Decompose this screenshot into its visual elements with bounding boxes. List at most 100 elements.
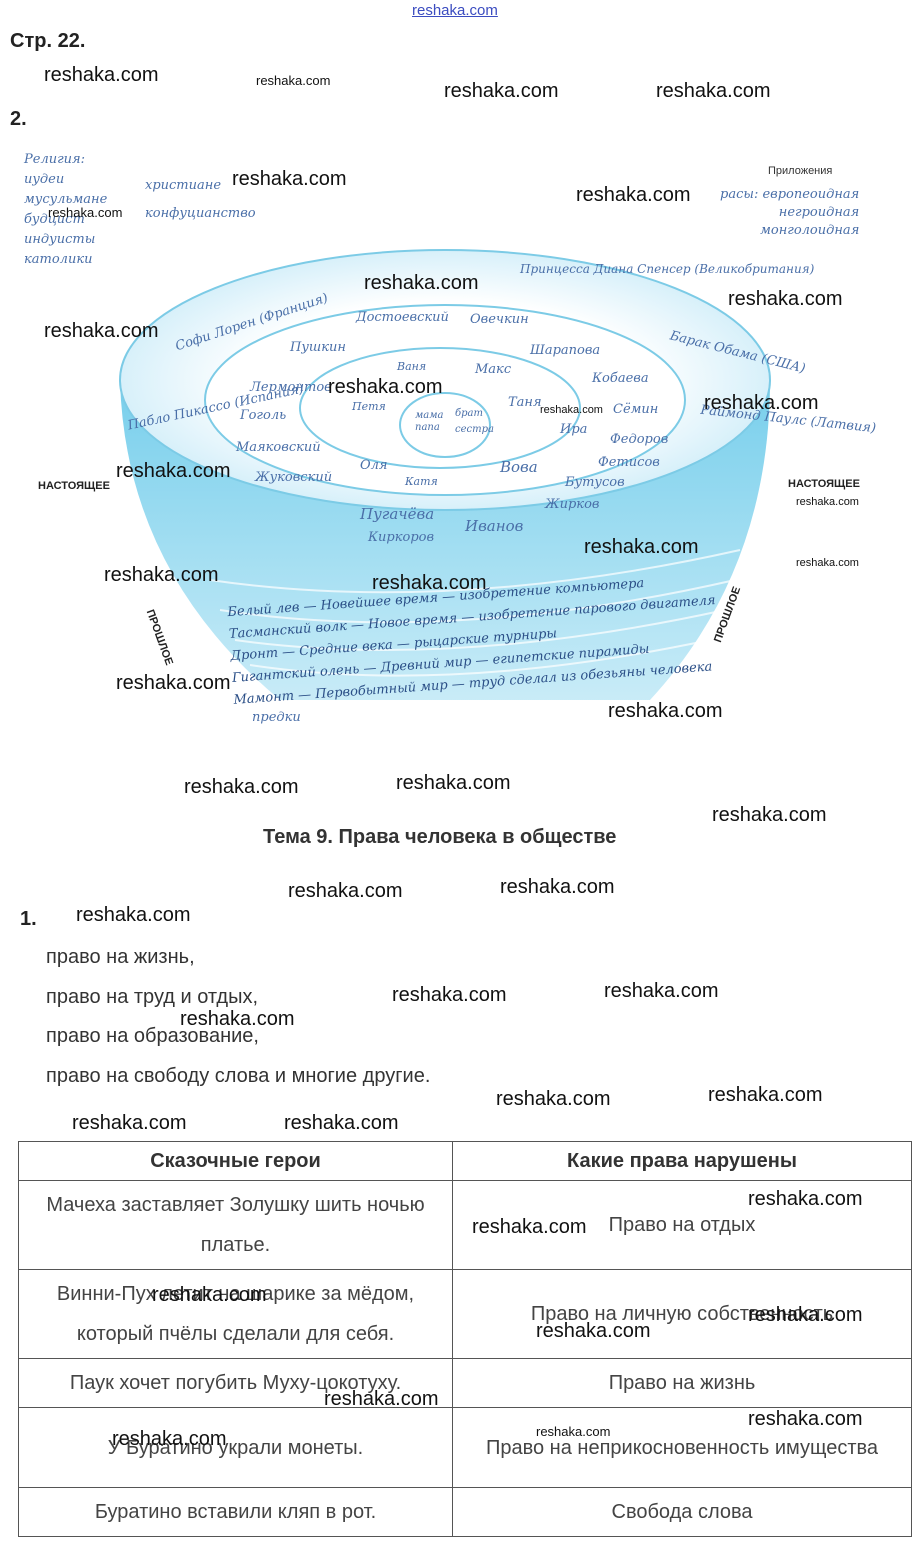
table-header-row: Сказочные герои Какие права нарушены [18,1141,912,1181]
task2-label: 2. [10,108,27,130]
ring3-item: Киркоров [368,530,435,545]
watermark: reshaka.com [288,880,403,902]
watermark: reshaka.com [728,288,843,310]
rights-table: Сказочные герои Какие права нарушены Мач… [18,1141,912,1537]
watermark: reshaka.com [704,392,819,414]
watermark: reshaka.com [608,700,723,722]
page-label: Стр. 22. [10,30,86,52]
ring3-item: Овечкин [470,312,529,327]
watermark: reshaka.com [152,1284,267,1306]
ring2-item: Ира [560,422,588,437]
watermark: reshaka.com [796,557,859,569]
watermark: reshaka.com [76,904,191,926]
watermark: reshaka.com [116,460,231,482]
ring3-item: Иванов [465,517,524,535]
watermark: reshaka.com [180,1008,295,1030]
table-row: У Буратино украли монеты. Право на непри… [18,1407,912,1488]
watermark: reshaka.com [116,672,231,694]
watermark: reshaka.com [72,1112,187,1134]
watermark: reshaka.com [284,1112,399,1134]
watermark: reshaka.com [328,376,443,398]
ring3-item: Маяковский [236,440,321,455]
watermark: reshaka.com [104,564,219,586]
appendix-title: Приложения [768,165,833,177]
table-cell: У Буратино украли монеты. [18,1407,453,1488]
ring3-item: Федоров [610,432,669,447]
right-item: право на свободу слова и многие другие. [46,1065,431,1087]
ring2-item: Петя [352,400,386,413]
watermark: reshaka.com [748,1304,863,1326]
ring3-item: Кобаева [592,371,649,386]
ring2-item: Вова [500,458,538,476]
right-item: право на образование, [46,1025,259,1047]
table-row: Паук хочет погубить Муху-цокотуху. Право… [18,1358,912,1408]
watermark: reshaka.com [576,184,691,206]
ring2-item: Ваня [397,360,427,373]
watermark: reshaka.com [496,1088,611,1110]
watermark: reshaka.com [392,984,507,1006]
ring4-item: Принцесса Диана Спенсер (Великобритания) [520,262,815,276]
watermark: reshaka.com [256,73,331,88]
site-link[interactable]: reshaka.com [412,2,498,19]
topic-title: Тема 9. Права человека в обществе [263,826,617,848]
table-cell: Право на неприкосновенность имущества [452,1407,912,1488]
watermark: reshaka.com [364,272,479,294]
table-cell: Свобода слова [452,1487,912,1537]
watermark: reshaka.com [536,1320,651,1342]
ring2-item: Катя [405,475,438,488]
table-header: Какие права нарушены [452,1141,912,1181]
watermark: reshaka.com [748,1188,863,1210]
ring3-item: Пушкин [290,340,346,355]
task1-label: 1. [20,908,37,930]
ring3-item: Лермонтов [250,380,332,395]
watermark: reshaka.com [472,1216,587,1238]
watermark: reshaka.com [396,772,511,794]
watermark: reshaka.com [112,1428,227,1450]
ancestors-note: предки [252,710,301,725]
table-row: Буратино вставили кляп в рот. Свобода сл… [18,1487,912,1537]
ring2-item: Оля [360,458,388,473]
ring3-item: Бутусов [565,475,625,490]
present-label-right: НАСТОЯЩЕЕ [788,478,860,490]
ring3-item: Пугачёва [360,505,435,523]
ring3-item: Фетисов [598,455,660,470]
ring2-item: Макс [475,362,512,377]
ring3-item: Достоевский [356,310,449,325]
watermark: reshaka.com [540,404,603,416]
table-row: Мачеха заставляет Золушку шить ночью пла… [18,1180,912,1270]
religion-list: Религия: иудеи мусульмане будцист индуис… [24,152,108,267]
table-cell: Мачеха заставляет Золушку шить ночью пла… [18,1180,453,1270]
table-row: Винни-Пух летит на шарике за мёдом, кото… [18,1269,912,1359]
right-item: право на жизнь, [46,946,195,968]
ring3-item: Гоголь [240,408,287,423]
ring3-item: Шарапова [530,343,601,358]
watermark: reshaka.com [796,496,859,508]
watermark: reshaka.com [656,80,771,102]
watermark: reshaka.com [536,1424,611,1439]
table-cell: Винни-Пух летит на шарике за мёдом, кото… [18,1269,453,1359]
table-cell: Право на личную собственность [452,1269,912,1359]
watermark: reshaka.com [748,1408,863,1430]
watermark: reshaka.com [324,1388,439,1410]
religion-list-2: христиане конфуцианство [145,178,256,221]
ring2-item: Таня [508,395,542,410]
ring3-item: Жирков [545,497,600,512]
history-society-diagram [119,249,771,700]
table-cell: Право на жизнь [452,1358,912,1408]
ring3-item: Сёмин [613,402,659,417]
races-list: расы: европеоидная негроидная монголоидн… [720,187,860,238]
watermark: reshaka.com [500,876,615,898]
watermark: reshaka.com [584,536,699,558]
watermark: reshaka.com [712,804,827,826]
ring3-item: Жуковский [255,470,333,485]
inner-ring [399,392,491,458]
watermark: reshaka.com [444,80,559,102]
table-cell: Буратино вставили кляп в рот. [18,1487,453,1537]
table-cell: Право на отдых [452,1180,912,1270]
present-label-left: НАСТОЯЩЕЕ [38,480,110,492]
watermark: reshaka.com [44,64,159,86]
right-item: право на труд и отдых, [46,986,259,1008]
table-header: Сказочные герои [18,1141,453,1181]
